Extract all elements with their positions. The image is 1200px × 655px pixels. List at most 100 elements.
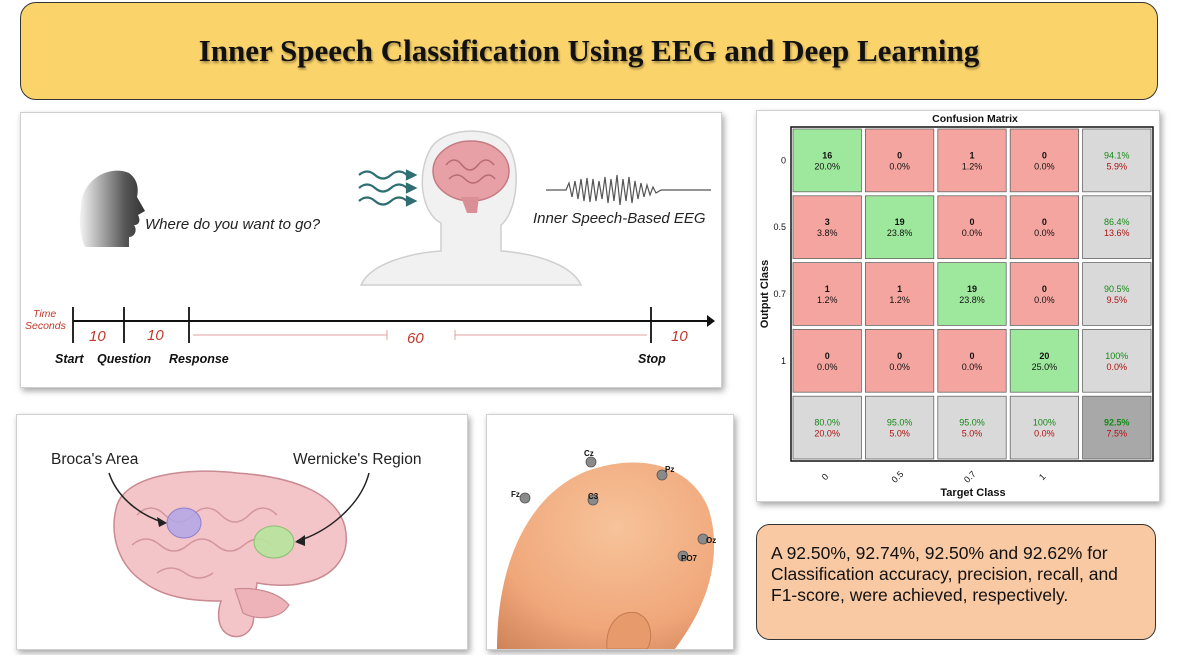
matrix-cell xyxy=(792,328,862,393)
electrode-fz xyxy=(519,492,531,504)
ear xyxy=(606,611,652,650)
wernicke-area-marker xyxy=(253,525,295,559)
column-summary-cell-percent: 0.0% xyxy=(1034,429,1055,439)
electrode-po7 xyxy=(677,550,689,562)
matrix-cell-percent: 3.8% xyxy=(817,228,838,238)
title-banner: Inner Speech Classification Using EEG an… xyxy=(20,2,1158,100)
matrix-cell-percent: 0.0% xyxy=(1034,161,1055,171)
matrix-cell-value: 0 xyxy=(969,217,974,227)
wernicke-arrowhead-icon xyxy=(295,535,305,546)
event-start: Start xyxy=(55,352,84,366)
electrode-pz xyxy=(656,469,668,481)
column-summary-cell-value: 80.0% xyxy=(814,418,840,428)
brain-icon xyxy=(113,470,347,638)
matrix-cell xyxy=(1009,128,1079,193)
row-summary-cell-percent: 13.6% xyxy=(1104,228,1130,238)
confusion-matrix-chart: Confusion Matrix Target Class Output Cla… xyxy=(759,113,1154,499)
electrode-c3 xyxy=(587,494,599,506)
results-summary-box: A 92.50%, 92.74%, 92.50% and 92.62% for … xyxy=(756,524,1156,640)
brain-svg: Broca's Area Wernicke's Region xyxy=(51,451,421,638)
matrix-cell-value: 20 xyxy=(1039,351,1049,361)
matrix-cell xyxy=(792,128,862,193)
event-response: Response xyxy=(169,352,229,366)
eeg-label: Inner Speech-Based EEG xyxy=(533,210,706,227)
event-question: Question xyxy=(97,352,152,366)
matrix-cell-percent: 1.2% xyxy=(817,295,838,305)
matrix-cell-value: 3 xyxy=(825,217,830,227)
column-summary-cell xyxy=(937,395,1007,460)
overall-accuracy-cell-value: 92.5% xyxy=(1104,418,1130,428)
broca-label: Broca's Area xyxy=(51,451,139,468)
column-summary-cell-percent: 5.0% xyxy=(889,429,910,439)
duration-1: 10 xyxy=(89,328,106,345)
duration-4: 10 xyxy=(671,328,688,345)
matrix-cell-value: 16 xyxy=(822,150,832,160)
label-fz: Fz xyxy=(511,490,520,499)
y-axis-label: Output Class xyxy=(759,260,771,328)
protocol-svg: Where do you want to go? Inner Speech-Ba… xyxy=(25,130,715,366)
matrix-cell xyxy=(1009,328,1079,393)
duration-3: 60 xyxy=(407,330,424,347)
matrix-cell-value: 1 xyxy=(825,284,830,294)
matrix-cell-percent: 1.2% xyxy=(962,161,983,171)
column-summary-cell xyxy=(792,395,862,460)
x-tick-label: 0 xyxy=(820,472,831,483)
timeline-arrow-icon xyxy=(707,315,715,327)
confusion-matrix-panel: Confusion Matrix Target Class Output Cla… xyxy=(756,110,1160,502)
matrix-cell xyxy=(937,128,1007,193)
matrix-cell xyxy=(1009,262,1079,326)
matrix-cell-value: 0 xyxy=(1042,150,1047,160)
matrix-cell-value: 19 xyxy=(895,217,905,227)
y-tick-label: 0 xyxy=(781,155,786,165)
row-summary-cell-value: 86.4% xyxy=(1104,217,1130,227)
label-c3: C3 xyxy=(588,492,599,501)
row-summary-cell-value: 94.1% xyxy=(1104,150,1130,160)
overall-accuracy-cell-percent: 7.5% xyxy=(1107,429,1128,439)
matrix-cell-value: 0 xyxy=(897,150,902,160)
column-summary-cell xyxy=(865,395,935,460)
matrix-cell-percent: 0.0% xyxy=(1034,228,1055,238)
matrix-cell xyxy=(792,195,862,260)
matrix-cell xyxy=(865,262,935,326)
label-oz: Oz xyxy=(706,536,716,545)
row-summary-cell xyxy=(1082,195,1152,260)
row-summary-cell-percent: 9.5% xyxy=(1107,295,1128,305)
x-tick-label: 0.7 xyxy=(962,469,978,485)
matrix-cell xyxy=(937,328,1007,393)
matrix-cell xyxy=(865,328,935,393)
y-tick-label: 0.7 xyxy=(773,289,786,299)
matrix-cell xyxy=(792,262,862,326)
event-stop: Stop xyxy=(638,352,666,366)
matrix-cell xyxy=(937,262,1007,326)
y-tick-label: 1 xyxy=(781,356,786,366)
head-brain-icon xyxy=(359,130,583,286)
matrix-cell-percent: 0.0% xyxy=(817,362,838,372)
matrix-cell-value: 0 xyxy=(1042,217,1047,227)
row-summary-cell xyxy=(1082,128,1152,193)
column-summary-cell xyxy=(1009,395,1079,460)
electrode-cz xyxy=(585,456,597,468)
electrode-oz xyxy=(697,533,709,545)
matrix-cell xyxy=(865,195,935,260)
matrix-cell xyxy=(937,195,1007,260)
column-summary-cell-percent: 20.0% xyxy=(814,429,840,439)
prompt-text: Where do you want to go? xyxy=(145,216,321,233)
page-title: Inner Speech Classification Using EEG an… xyxy=(198,33,980,68)
row-summary-cell xyxy=(1082,262,1152,326)
matrix-cell-value: 1 xyxy=(897,284,902,294)
matrix-cell xyxy=(1009,195,1079,260)
time-label: Time xyxy=(33,308,56,320)
matrix-cell-value: 0 xyxy=(1042,284,1047,294)
column-summary-cell-value: 100% xyxy=(1033,418,1056,428)
row-summary-cell-percent: 5.9% xyxy=(1107,161,1128,171)
matrix-cell-percent: 20.0% xyxy=(814,161,840,171)
row-summary-cell-value: 90.5% xyxy=(1104,284,1130,294)
matrix-cell-percent: 0.0% xyxy=(1034,295,1055,305)
column-summary-cell-percent: 5.0% xyxy=(962,429,983,439)
brain-panel: Broca's Area Wernicke's Region xyxy=(16,414,468,650)
overall-accuracy-cell xyxy=(1082,395,1152,460)
sound-waves-icon xyxy=(358,169,418,207)
matrix-cell xyxy=(865,128,935,193)
x-axis-label: Target Class xyxy=(940,487,1005,499)
matrix-cell-value: 0 xyxy=(897,351,902,361)
